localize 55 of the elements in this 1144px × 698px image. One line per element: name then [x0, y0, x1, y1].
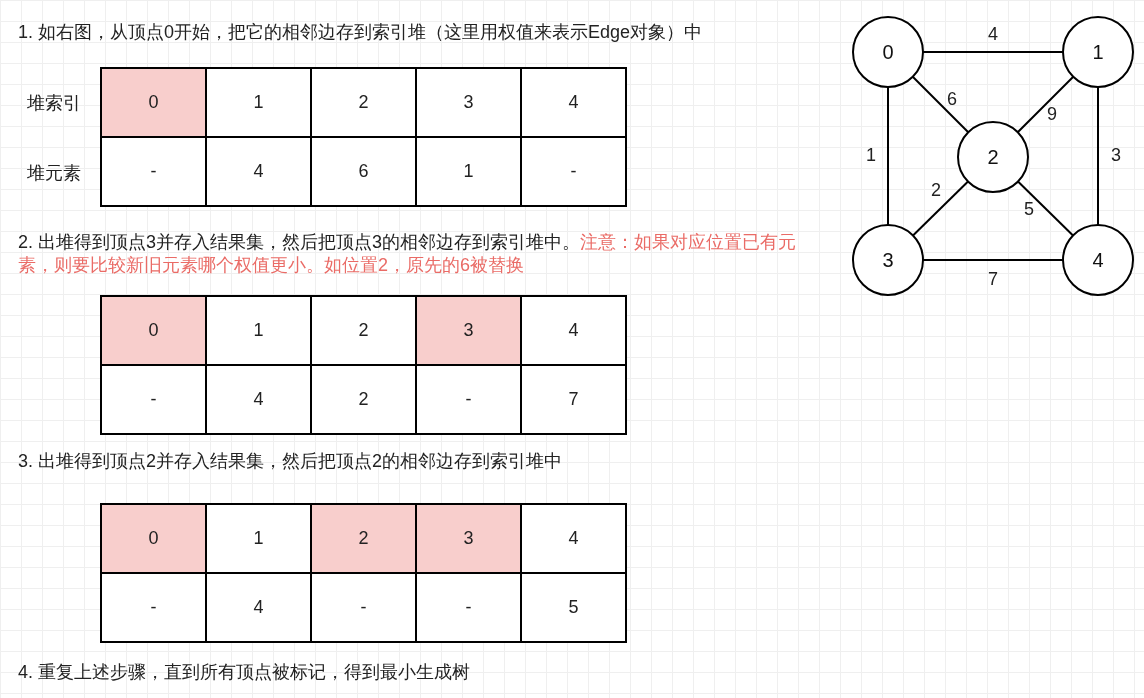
vertex-circle: 0: [852, 16, 924, 88]
heap-index-cell: 1: [205, 295, 312, 366]
graph-edge: [912, 180, 969, 237]
heap-value-cell: -: [100, 364, 207, 435]
vertex-circle: 4: [1062, 224, 1134, 296]
graph-edge: [911, 75, 970, 134]
heap-index-cell: 3: [415, 67, 522, 138]
heap-index-cell: 1: [205, 503, 312, 574]
graph-edge: [1017, 180, 1074, 237]
marked-index-cell: 0: [100, 295, 207, 366]
heap-value-cell: 6: [310, 136, 417, 207]
heap-index-cell: 1: [205, 67, 312, 138]
graph-edge: [1016, 75, 1075, 134]
step-text: 1. 如右图，从顶点0开始，把它的相邻边存到索引堆（这里用权值来表示Edge对象）中: [18, 21, 703, 44]
vertex-circle: 2: [957, 121, 1029, 193]
weight-label: 3: [1111, 145, 1121, 165]
step-text: 4. 重复上述步骤，直到所有顶点被标记，得到最小生成树: [18, 661, 470, 684]
heap-value-cell: 4: [205, 364, 312, 435]
vertex-circle: 1: [1062, 16, 1134, 88]
heap-value-cell: 4: [205, 572, 312, 643]
weight-label: 4: [988, 24, 998, 44]
weight-label: 1: [866, 145, 876, 165]
vertex-circle: 3: [852, 224, 924, 296]
step-text: 3. 出堆得到顶点2并存入结果集，然后把顶点2的相邻边存到索引堆中: [18, 450, 563, 473]
heap-value-cell: 4: [205, 136, 312, 207]
graph-edge: [887, 86, 889, 226]
heap-value-cell: 1: [415, 136, 522, 207]
heap-value-cell: -: [100, 136, 207, 207]
marked-index-cell: 3: [415, 503, 522, 574]
marked-index-cell: 0: [100, 503, 207, 574]
step-text: 2. 出堆得到顶点3并存入结果集，然后把顶点3的相邻边存到索引堆中。注意：如果对应位置已有元素，则要比较新旧元素哪个权值更小。如位置2，原先的6被替换: [18, 231, 798, 277]
row-header: 堆索引: [27, 92, 81, 115]
heap-value-cell: -: [100, 572, 207, 643]
graph-edge: [1097, 86, 1099, 226]
weight-label: 2: [931, 180, 941, 200]
marked-index-cell: 2: [310, 503, 417, 574]
heap-index-cell: 4: [520, 295, 627, 366]
heap-index-cell: 4: [520, 503, 627, 574]
heap-value-cell: 5: [520, 572, 627, 643]
weight-label: 5: [1024, 199, 1034, 219]
heap-value-cell: -: [520, 136, 627, 207]
heap-value-cell: -: [310, 572, 417, 643]
weight-label: 7: [988, 269, 998, 289]
heap-value-cell: 2: [310, 364, 417, 435]
heap-value-cell: -: [415, 364, 522, 435]
marked-index-cell: 0: [100, 67, 207, 138]
heap-index-cell: 4: [520, 67, 627, 138]
heap-value-cell: -: [415, 572, 522, 643]
heap-index-cell: 2: [310, 295, 417, 366]
weight-label: 9: [1047, 104, 1057, 124]
heap-value-cell: 7: [520, 364, 627, 435]
marked-index-cell: 3: [415, 295, 522, 366]
row-header: 堆元素: [27, 162, 81, 185]
weight-label: 6: [947, 89, 957, 109]
heap-index-cell: 2: [310, 67, 417, 138]
